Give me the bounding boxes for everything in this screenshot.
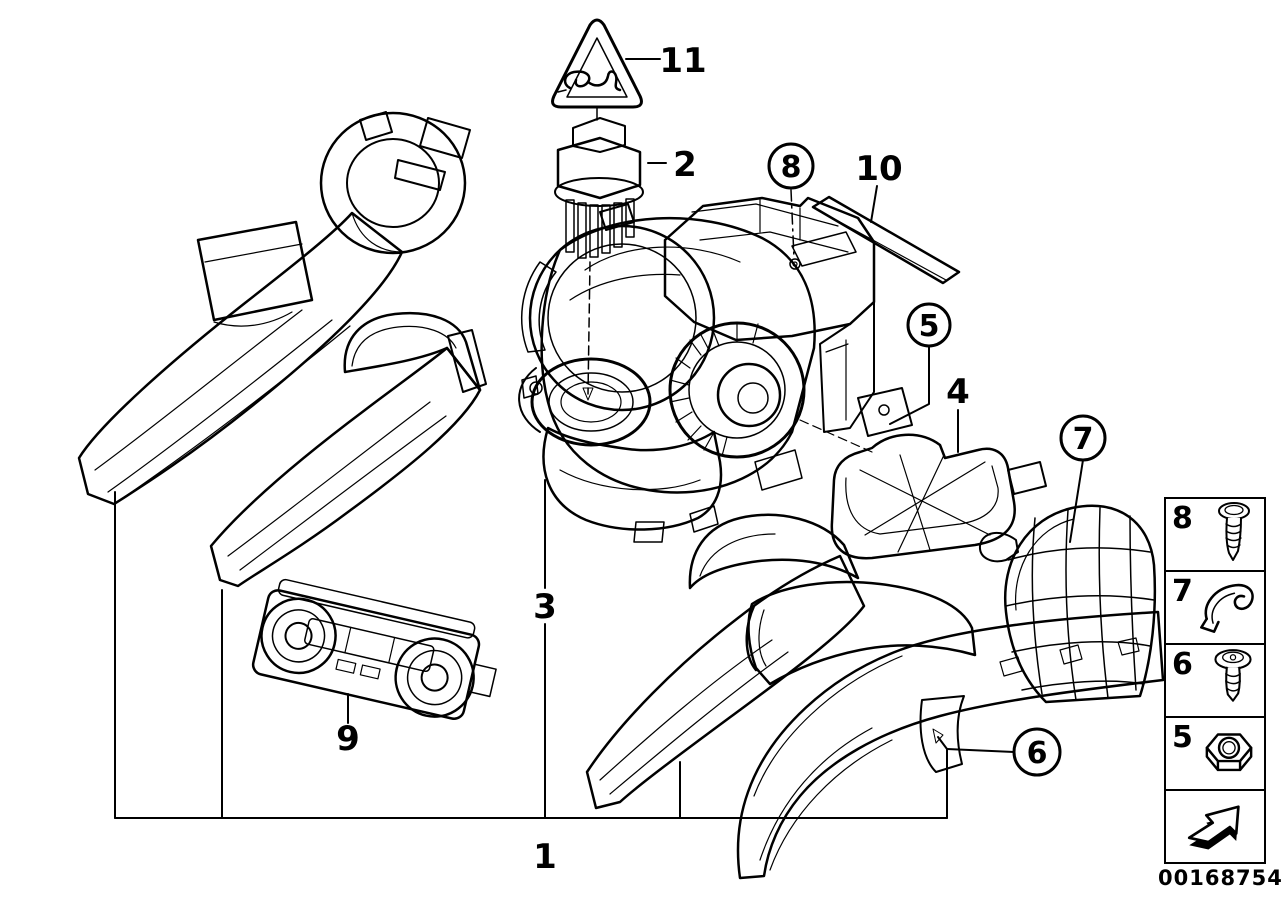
duct-left-upper (77, 111, 471, 506)
spring-clip-icon (1196, 574, 1260, 640)
callout-10[interactable]: 10 (855, 149, 902, 189)
seal-strip (811, 195, 961, 285)
callout-circle-6[interactable] (1012, 727, 1062, 777)
callout-5[interactable]: 5 (919, 309, 940, 344)
callout-7[interactable]: 7 (1073, 422, 1094, 457)
callout-circle-8[interactable] (767, 142, 815, 190)
callout-2[interactable]: 2 (673, 145, 697, 185)
grille-insert (978, 504, 1157, 704)
legend-direction-box[interactable] (1164, 791, 1266, 864)
callout-lines (114, 58, 1084, 819)
legend-label-7: 7 (1172, 574, 1193, 609)
snake-icon (557, 70, 622, 93)
callout-9[interactable]: 9 (336, 719, 360, 759)
duct-right (736, 580, 1165, 880)
callout-circle-7[interactable] (1059, 414, 1107, 462)
tapping-screw-icon (1208, 501, 1260, 571)
torx-screw-icon (1206, 647, 1260, 715)
callout-11[interactable]: 11 (659, 41, 706, 81)
callout-8[interactable]: 8 (781, 150, 802, 185)
drum-fins (669, 322, 759, 457)
mounting-bracket (830, 387, 1047, 560)
legend-label-8: 8 (1172, 501, 1193, 536)
blower-unit (518, 196, 876, 543)
callout-4[interactable]: 4 (946, 372, 970, 412)
callout-circle-5[interactable] (906, 302, 952, 348)
callout-1[interactable]: 1 (533, 837, 557, 877)
blower-resistor (554, 117, 644, 401)
callout-labels: 8 5 7 6 11 2 10 4 3 9 1 (336, 41, 1107, 877)
legend-row-screw-long[interactable]: 8 (1164, 497, 1266, 572)
callout-6[interactable]: 6 (1027, 736, 1048, 771)
warning-triangle-icon (551, 18, 643, 121)
legend-label-5: 5 (1172, 720, 1193, 755)
duct-center (585, 513, 866, 810)
direction-arrow-icon (1182, 795, 1252, 861)
legend-label-6: 6 (1172, 647, 1193, 682)
fastener-legend: 8 7 (1164, 497, 1266, 864)
legend-row-screw-short[interactable]: 6 (1164, 645, 1266, 718)
control-unit (251, 578, 497, 720)
grille-grid (1005, 507, 1155, 701)
hex-nut-icon (1198, 720, 1260, 784)
image-id: 00168754 (1158, 866, 1283, 890)
legend-row-nut[interactable]: 5 (1164, 718, 1266, 791)
callout-3[interactable]: 3 (533, 587, 557, 627)
duct-left-lower (209, 311, 487, 588)
legend-row-clip[interactable]: 7 (1164, 572, 1266, 645)
